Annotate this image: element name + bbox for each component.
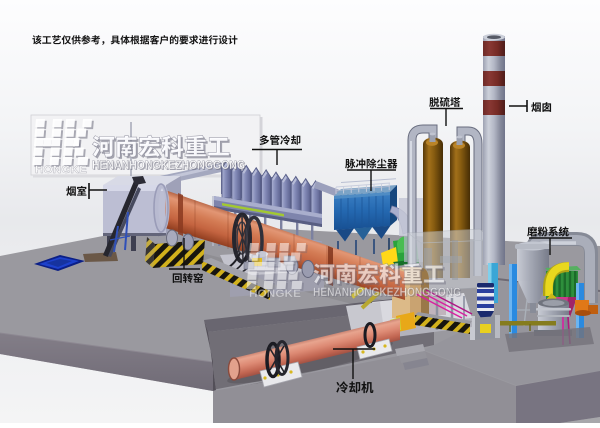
svg-text:HENANHONGKEZHONGGONG: HENANHONGKEZHONGGONG xyxy=(93,161,246,173)
svg-text:HONGKE: HONGKE xyxy=(35,164,87,176)
svg-text:HONGKE: HONGKE xyxy=(249,288,301,300)
svg-text:HENANHONGKEZHONGGONG: HENANHONGKEZHONGGONG xyxy=(92,160,245,172)
svg-text:HENANHONGKEZHONGGONG: HENANHONGKEZHONGGONG xyxy=(314,288,462,300)
svg-text:HENANHONGKEZHONGGONG: HENANHONGKEZHONGGONG xyxy=(313,287,461,299)
